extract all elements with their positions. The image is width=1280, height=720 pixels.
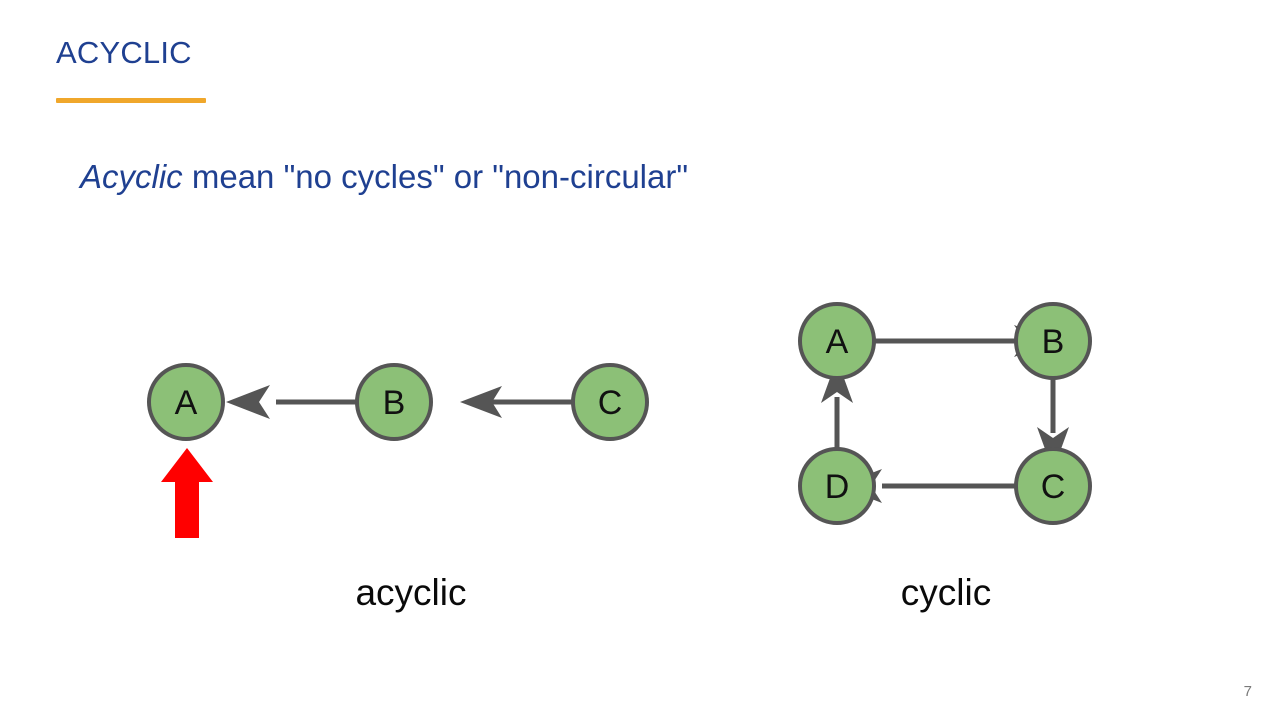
subtitle-remainder: mean "no cycles" or "non-circular"	[182, 158, 689, 195]
subtitle-text: Acyclic mean "no cycles" or "non-circula…	[80, 155, 688, 199]
edge-c-to-b	[460, 386, 572, 418]
title-underline-rule	[56, 98, 206, 103]
edge-d-to-a	[821, 359, 853, 449]
node-cyclic-d-label: D	[825, 468, 850, 506]
diagram-acyclic-graph: A B C	[147, 363, 649, 538]
node-cyclic-c: C	[1014, 447, 1092, 525]
node-cyclic-b: B	[1014, 302, 1092, 380]
node-cyclic-d: D	[798, 447, 876, 525]
node-acyclic-b-label: B	[383, 384, 406, 422]
caption-cyclic: cyclic	[900, 572, 992, 613]
edge-b-to-a	[226, 385, 356, 419]
node-acyclic-b: B	[355, 363, 433, 441]
node-cyclic-a: A	[798, 302, 876, 380]
red-highlight-arrow-icon	[161, 448, 213, 538]
page-number: 7	[1243, 683, 1252, 700]
node-cyclic-b-label: B	[1042, 323, 1065, 361]
subtitle-emphasis: Acyclic	[80, 158, 183, 195]
node-acyclic-a: A	[147, 363, 225, 441]
node-acyclic-c-label: C	[598, 384, 623, 422]
node-acyclic-a-label: A	[175, 384, 198, 422]
diagram-cyclic-graph: A B C D	[798, 302, 1092, 525]
node-cyclic-a-label: A	[826, 323, 849, 361]
node-cyclic-c-label: C	[1041, 468, 1066, 506]
caption-acyclic: acyclic	[355, 572, 467, 613]
node-acyclic-c: C	[571, 363, 649, 441]
page-title: ACYCLIC	[56, 35, 192, 70]
